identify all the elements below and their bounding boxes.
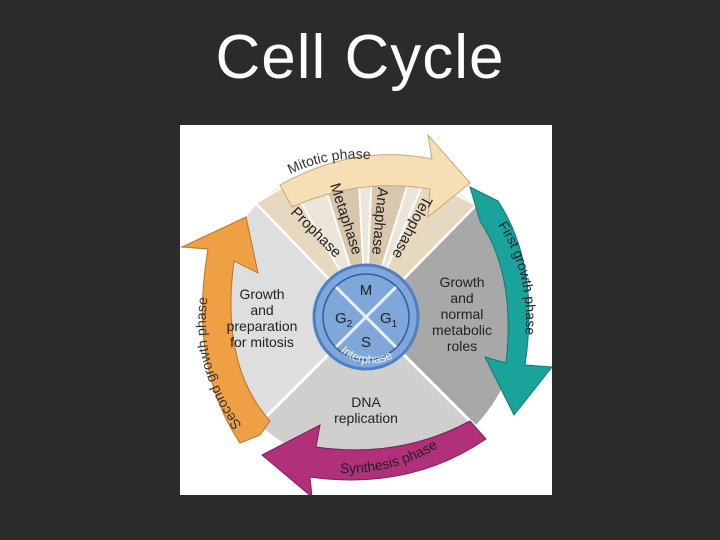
- mitotic-phase-arrow: [279, 133, 471, 219]
- svg-text:replication: replication: [334, 410, 398, 426]
- center-g1-sub: 1: [392, 319, 398, 330]
- svg-text:and: and: [450, 290, 473, 306]
- growth-normal-text: Growth and normal metabolic roles: [432, 274, 492, 354]
- dna-replication-text: DNA replication: [334, 394, 398, 426]
- growth-preparation-text: Growth and preparation for mitosis: [227, 286, 298, 350]
- center-g2-sub: 2: [347, 319, 353, 330]
- svg-text:G2: G2: [335, 310, 353, 330]
- center-g1: G: [380, 310, 392, 327]
- svg-text:preparation: preparation: [227, 318, 298, 334]
- svg-text:normal: normal: [441, 306, 484, 322]
- svg-text:Growth: Growth: [239, 286, 284, 302]
- svg-text:metabolic: metabolic: [432, 322, 492, 338]
- svg-text:Growth: Growth: [439, 274, 484, 290]
- svg-text:for mitosis: for mitosis: [230, 334, 294, 350]
- center-ring: [322, 273, 410, 361]
- slide-title: Cell Cycle: [215, 23, 505, 92]
- svg-text:roles: roles: [447, 338, 477, 354]
- center-m: M: [360, 282, 373, 299]
- center-divider-2: [334, 285, 398, 349]
- svg-text:G1: G1: [380, 310, 398, 330]
- svg-text:DNA: DNA: [351, 394, 381, 410]
- phase-wedges: [210, 158, 523, 471]
- center-s: S: [361, 334, 371, 351]
- cell-cycle-diagram: Mitotic phase First growth phase Second …: [180, 125, 552, 495]
- anaphase-label: Anaphase: [368, 187, 391, 256]
- svg-text:and: and: [250, 302, 273, 318]
- second-growth-arrow: [180, 216, 271, 444]
- center-cycle: M S G2 G1 Interphase: [312, 263, 420, 371]
- synthesis-arrow: [261, 420, 487, 495]
- first-growth-arrow: [469, 186, 552, 416]
- center-g2: G: [335, 310, 347, 327]
